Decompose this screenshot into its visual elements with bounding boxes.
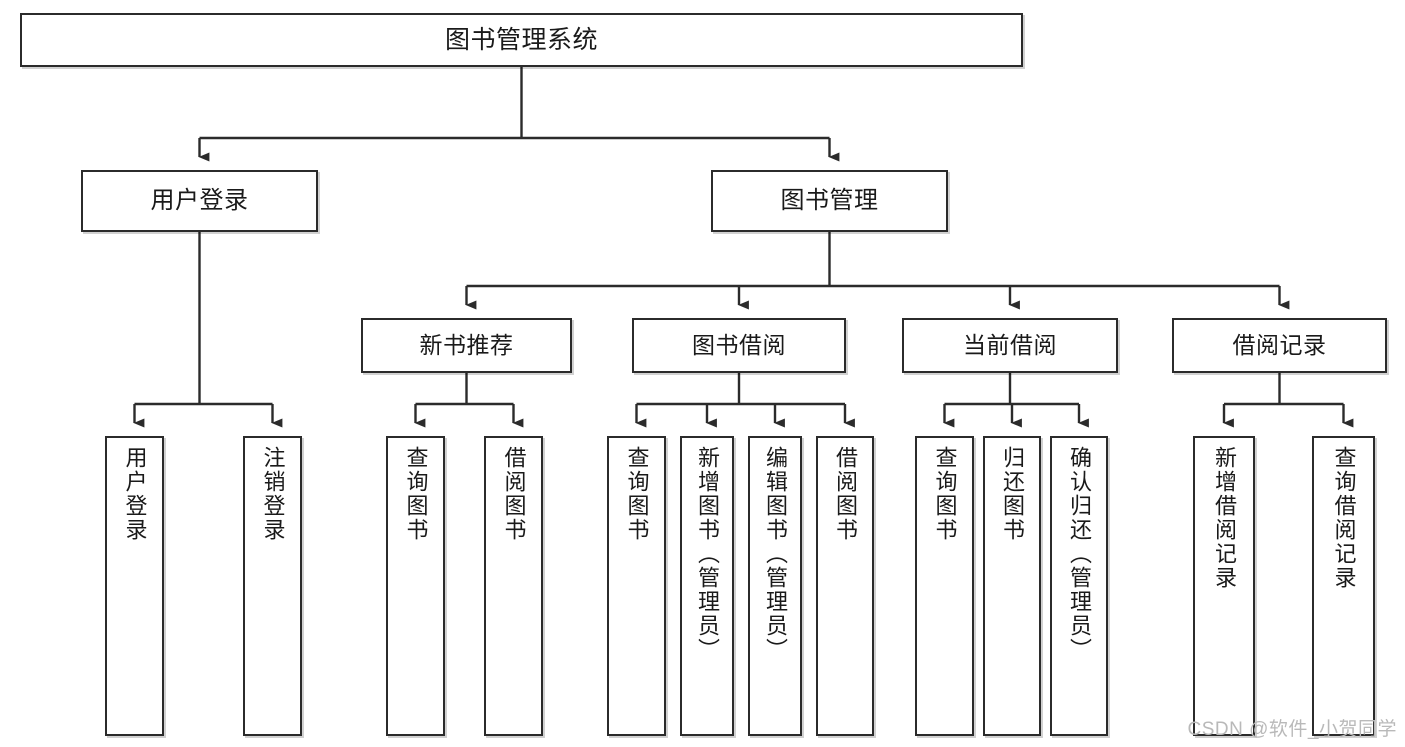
node-leaf-12[interactable]: 新增借阅记录 <box>1193 436 1255 736</box>
node-leaf-4[interactable]: 借阅图书 <box>484 436 543 736</box>
node-newbook[interactable]: 新书推荐 <box>361 318 572 373</box>
node-label: 查询图书 <box>403 446 429 542</box>
node-leaf-7[interactable]: 编辑图书（管理员） <box>748 436 802 736</box>
watermark-text: CSDN @软件_小贺同学 <box>1187 719 1397 740</box>
node-current[interactable]: 当前借阅 <box>902 318 1118 373</box>
node-records[interactable]: 借阅记录 <box>1172 318 1387 373</box>
node-label: 新增图书（管理员） <box>695 446 720 662</box>
node-label: 当前借阅 <box>963 332 1057 359</box>
node-label: 编辑图书（管理员） <box>763 446 788 662</box>
node-label: 图书管理系统 <box>444 25 598 54</box>
node-label: 注销登录 <box>260 446 286 542</box>
node-bookmgmt[interactable]: 图书管理 <box>711 170 948 232</box>
node-leaf-5[interactable]: 查询图书 <box>607 436 666 736</box>
node-label: 图书管理 <box>780 187 879 215</box>
node-leaf-6[interactable]: 新增图书（管理员） <box>680 436 734 736</box>
node-label: 新书推荐 <box>419 332 514 359</box>
node-label: 用户登录 <box>150 187 249 215</box>
node-leaf-2[interactable]: 注销登录 <box>243 436 302 736</box>
node-leaf-9[interactable]: 查询图书 <box>915 436 974 736</box>
node-leaf-3[interactable]: 查询图书 <box>386 436 445 736</box>
node-login[interactable]: 用户登录 <box>81 170 318 232</box>
node-label: 查询图书 <box>932 446 958 542</box>
node-root[interactable]: 图书管理系统 <box>20 13 1023 67</box>
node-label: 查询借阅记录 <box>1331 446 1357 590</box>
node-leaf-10[interactable]: 归还图书 <box>983 436 1041 736</box>
node-label: 用户登录 <box>122 446 148 542</box>
node-leaf-8[interactable]: 借阅图书 <box>816 436 874 736</box>
node-leaf-11[interactable]: 确认归还（管理员） <box>1050 436 1108 736</box>
node-leaf-13[interactable]: 查询借阅记录 <box>1312 436 1375 736</box>
node-label: 查询图书 <box>624 446 650 542</box>
node-label: 图书借阅 <box>692 332 786 359</box>
node-label: 借阅图书 <box>501 446 527 542</box>
node-label: 确认归还（管理员） <box>1067 446 1092 662</box>
node-label: 借阅图书 <box>833 446 858 542</box>
node-borrow[interactable]: 图书借阅 <box>632 318 846 373</box>
node-label: 归还图书 <box>1000 446 1025 542</box>
node-label: 借阅记录 <box>1232 332 1327 359</box>
node-leaf-1[interactable]: 用户登录 <box>105 436 164 736</box>
node-label: 新增借阅记录 <box>1212 446 1237 590</box>
